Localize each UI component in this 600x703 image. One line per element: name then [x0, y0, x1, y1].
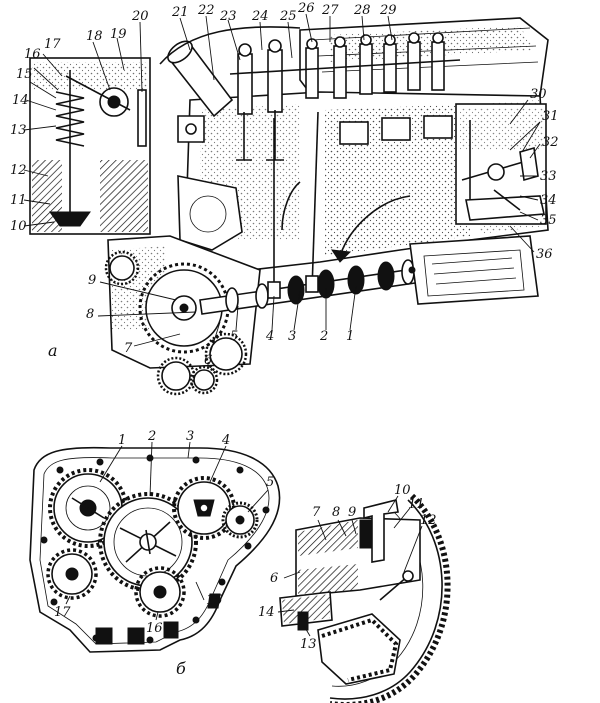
callout-b-15: 15	[206, 593, 223, 608]
section-pin	[379, 575, 409, 601]
figure-b-right-callouts: 7 8 9 10 11 12 6 14 13	[258, 483, 437, 652]
callout-a-7: 7	[124, 341, 133, 356]
valve-stem-2	[266, 110, 284, 161]
callout-a-36: 36	[536, 247, 553, 262]
section-gear-teeth	[330, 493, 451, 703]
callout-a-27: 27	[321, 3, 339, 18]
tappet-2	[305, 275, 319, 293]
gear-cover-plate	[177, 175, 243, 251]
callout-b-13: 13	[300, 637, 317, 652]
callout-a-20: 20	[131, 9, 149, 24]
callout-b-4: 4	[221, 433, 230, 448]
callout-a-2: 2	[319, 329, 328, 344]
callout-a-18: 18	[86, 29, 103, 44]
side-cover	[408, 235, 539, 305]
block-window-2	[381, 117, 411, 141]
callout-b-14: 14	[258, 605, 275, 620]
rocker-assemblies	[229, 32, 461, 115]
section-cone-gear	[317, 613, 401, 685]
callout-a-24: 24	[251, 9, 269, 24]
callout-b-9: 9	[348, 505, 356, 520]
gear-b-16	[134, 566, 186, 618]
callout-a-15: 15	[16, 67, 33, 82]
section-bolt	[297, 611, 309, 631]
gear-wheel-small-a	[104, 250, 140, 286]
block-window-3	[423, 115, 453, 139]
tappet-1	[267, 281, 281, 299]
callout-b-10: 10	[394, 483, 411, 498]
figure-b-letter: б	[176, 659, 186, 678]
callout-b-16: 16	[146, 621, 163, 636]
flow-arrow-mid	[339, 195, 411, 257]
block-window-1	[339, 121, 369, 145]
callout-b-2: 2	[147, 429, 156, 444]
callout-a-30: 30	[530, 87, 547, 102]
callout-a-14: 14	[12, 93, 29, 108]
gear-b-17	[46, 548, 98, 600]
adjust-screw	[519, 146, 539, 182]
callout-b-11: 11	[408, 497, 425, 512]
figure-b-right-leaders	[277, 495, 423, 637]
callout-a-26: 26	[297, 1, 315, 16]
callout-b-5: 5	[266, 475, 274, 490]
figure-a-callouts: 17 16 15 14 13 12 11 10 18 19 20 21 22 2…	[10, 1, 559, 368]
callout-a-23: 23	[219, 9, 237, 24]
callout-a-11: 11	[10, 193, 27, 208]
valve-head-inset	[49, 211, 91, 227]
callout-b-17: 17	[54, 605, 71, 620]
section-bracket	[363, 499, 399, 563]
pushrod-2	[311, 111, 319, 291]
callout-a-10: 10	[10, 219, 27, 234]
callout-a-31: 31	[542, 109, 559, 124]
callout-a-19: 19	[110, 27, 127, 42]
figure-b-gear-section	[279, 493, 451, 703]
callout-a-28: 28	[353, 3, 371, 18]
gear-wheel-lower-a	[156, 332, 248, 396]
callout-a-3: 3	[288, 329, 296, 344]
callout-b-8: 8	[332, 505, 340, 520]
callout-a-12: 12	[10, 163, 27, 178]
callout-b-3: 3	[186, 429, 194, 444]
figure-a-engine-cutaway	[29, 17, 549, 396]
callout-a-34: 34	[540, 193, 557, 208]
section-gear-rim	[329, 499, 443, 700]
callout-a-29: 29	[379, 3, 397, 18]
figure-b-left-leaders	[65, 441, 269, 621]
callout-a-21: 21	[171, 5, 189, 20]
callout-a-35: 35	[540, 213, 557, 228]
figure-a-letter: а	[48, 341, 58, 360]
callout-a-16: 16	[24, 47, 41, 62]
callout-a-13: 13	[10, 123, 27, 138]
callout-a-4: 4	[265, 329, 274, 344]
callout-b-7: 7	[312, 505, 321, 520]
figure-b-left-callouts: 1 2 3 4 5 15 16 17	[54, 429, 274, 636]
flow-arrow-left	[281, 181, 301, 231]
callout-a-5: 5	[230, 329, 238, 344]
flow-arrow-top	[159, 26, 301, 65]
callout-b-12: 12	[420, 513, 437, 528]
callout-a-33: 33	[540, 169, 557, 184]
callout-a-32: 32	[542, 135, 559, 150]
callout-a-17: 17	[44, 37, 61, 52]
callout-b-1: 1	[118, 433, 126, 448]
callout-a-1: 1	[346, 329, 354, 344]
callout-a-25: 25	[279, 9, 297, 24]
figure-b-timing-cover	[29, 446, 281, 653]
gear-b-5	[221, 501, 259, 539]
cover-bolt-holes	[40, 454, 270, 644]
callout-a-6: 6	[204, 353, 212, 368]
callout-a-8: 8	[86, 307, 94, 322]
callout-a-9: 9	[88, 273, 96, 288]
valve-stem-1	[236, 112, 252, 161]
figure-a-leader-lines	[23, 13, 541, 355]
callout-b-6: 6	[270, 571, 278, 586]
callout-a-22: 22	[197, 3, 215, 18]
